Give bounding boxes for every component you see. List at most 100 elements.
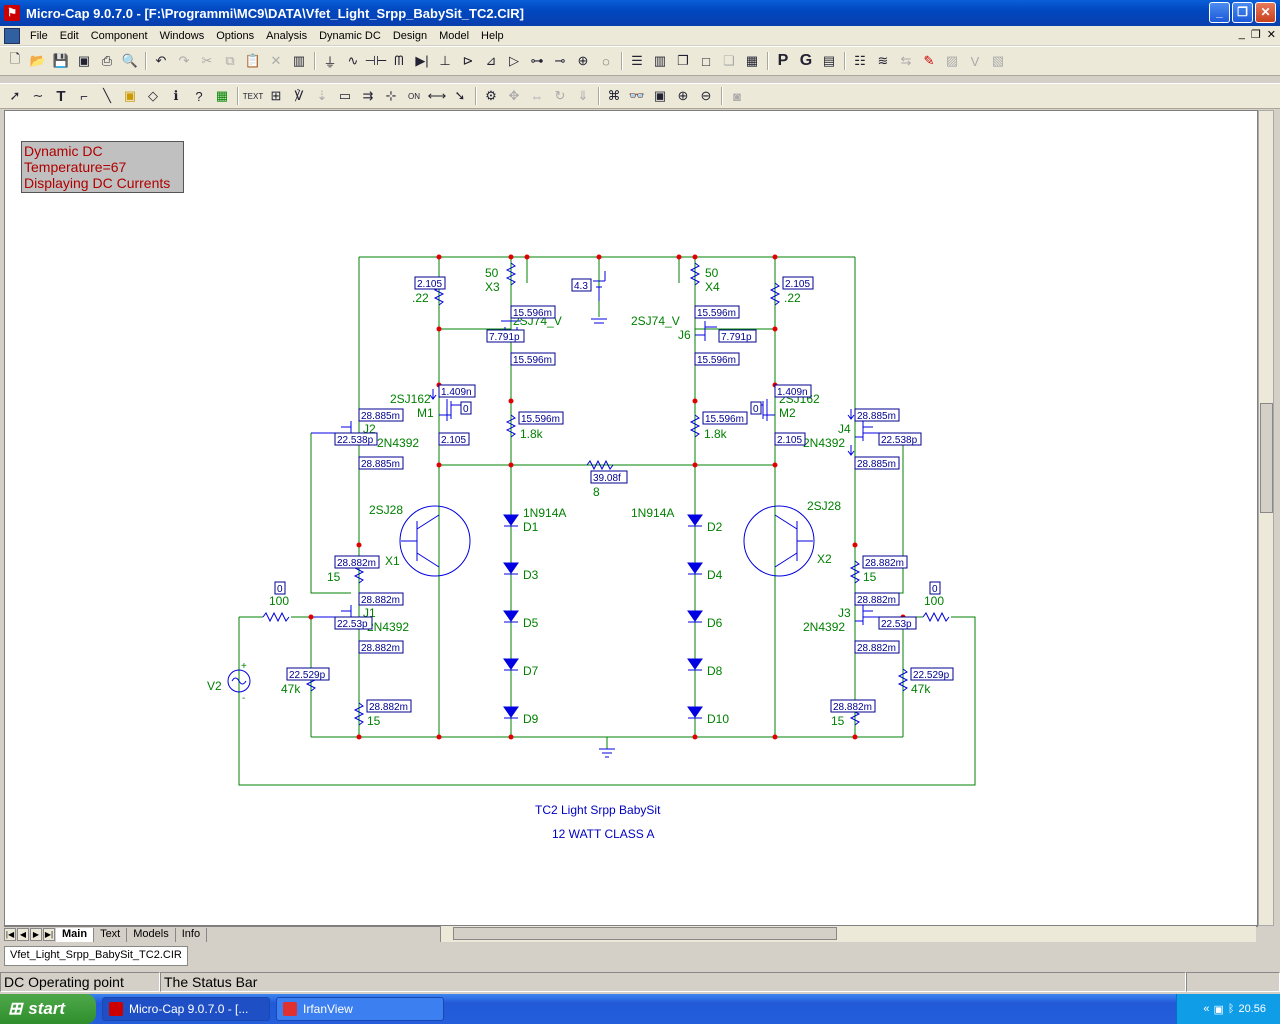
resistor-r18kb[interactable] [689,414,701,438]
menu-edit[interactable]: Edit [59,29,79,42]
schematic-canvas[interactable]: Dynamic DC Temperature=67 Displaying DC … [4,110,1258,926]
save-icon[interactable]: 💾 [52,53,70,68]
jfet-j2[interactable] [311,421,359,441]
flip-icon[interactable]: ⇓ [577,88,589,103]
paste-icon[interactable]: 📋 [244,53,262,68]
vertical-scrollbar[interactable] [1258,110,1274,926]
tile-v-icon[interactable]: ▥ [653,53,667,68]
probe-icon[interactable]: ⇆ [900,53,912,68]
diode-d7[interactable] [503,658,519,671]
restore-button[interactable]: ❐ [1232,2,1253,23]
shapes-icon[interactable]: ◇ [148,88,158,103]
binoculars-icon[interactable]: 👓 [628,88,646,103]
switch-icon[interactable]: ⊶ [530,53,544,68]
battery-icon[interactable]: ⊥ [439,53,451,68]
wire-end-icon[interactable]: ⟷ [427,88,447,103]
open-icon[interactable]: 📂 [29,53,47,68]
menu-dynamic-dc[interactable]: Dynamic DC [319,29,381,42]
mirror-icon[interactable]: ⇔ [530,88,544,104]
opamp-icon[interactable]: ▷ [509,53,519,68]
resistor-r15b[interactable] [849,560,861,584]
jfet-j6[interactable] [695,321,717,341]
resistor-x4[interactable] [689,262,701,286]
menu-model[interactable]: Model [439,29,470,42]
redo-icon[interactable]: ↷ [178,53,190,68]
camera-icon[interactable]: ◙ [733,88,741,104]
cascade-icon[interactable]: ❐ [677,53,689,68]
export-icon[interactable]: ▧ [991,53,1005,68]
cursor-icon[interactable]: ➘ [454,88,466,103]
print-preview-icon[interactable]: 🔍 [121,53,139,68]
node-numbers-icon[interactable]: ⊞ [270,88,282,103]
rotate-icon[interactable]: ↻ [554,88,566,103]
line-icon[interactable]: ⌐ [80,88,88,104]
info-icon[interactable]: ℹ [173,88,179,103]
on-icon[interactable]: ON [408,91,420,101]
menu-options[interactable]: Options [216,29,255,42]
cut-icon[interactable]: ✂ [201,53,213,68]
diagonal-icon[interactable]: ╲ [103,88,111,103]
diode-icon[interactable]: ▶| [415,53,429,68]
prev-sheet-button[interactable]: ◀ [17,928,29,941]
vt-icon[interactable]: V [970,53,980,69]
diode-d2[interactable] [687,514,703,527]
window-icon[interactable]: ▤ [822,53,836,68]
resistor-r8[interactable] [586,459,614,471]
transistor-x1[interactable] [399,505,471,577]
document-icon[interactable] [4,27,20,44]
diode-d4[interactable] [687,562,703,575]
horizontal-scroll-thumb[interactable] [453,927,837,940]
npn-icon[interactable]: ⊳ [462,53,474,68]
inductor-icon[interactable]: ᗰ [394,53,404,68]
pen-icon[interactable]: ✎ [923,53,935,68]
isource-icon[interactable]: ◌ [602,53,610,69]
jfet-j4[interactable] [855,421,903,441]
mdi-close-button[interactable]: ✕ [1266,29,1276,41]
menu-windows[interactable]: Windows [159,29,205,42]
horizontal-scrollbar[interactable] [440,926,1256,942]
jfet-j1[interactable] [311,605,359,625]
move-icon[interactable]: ✥ [508,88,520,103]
g-icon[interactable]: G [799,52,813,69]
clock[interactable]: 20.56 [1238,1003,1266,1015]
file-tab[interactable]: Vfet_Light_Srpp_BabySit_TC2.CIR [4,946,188,966]
pin-connections-icon[interactable]: ⇉ [362,88,374,103]
network-icon[interactable]: ▣ [1213,1003,1224,1016]
jfet-j3[interactable] [855,605,903,625]
resistor-r100b[interactable] [922,611,950,623]
task-irfanview[interactable]: IrfanView [276,997,444,1021]
minimize-button[interactable]: _ [1209,2,1230,23]
mdi-restore-button[interactable]: ❐ [1250,29,1261,41]
print-icon[interactable]: ⎙ [101,53,113,68]
close-button[interactable]: ✕ [1255,2,1276,23]
menu-design[interactable]: Design [392,29,428,42]
properties-icon[interactable]: ⚙ [485,88,497,103]
diode-d1[interactable] [503,514,519,527]
diode-d3[interactable] [503,562,519,575]
grid-icon[interactable]: ⊹ [385,88,397,103]
jfet-icon[interactable]: ⊿ [485,53,497,68]
resistor-r022b[interactable] [769,282,781,306]
tray-expand-icon[interactable]: « [1203,1003,1210,1015]
save-all-icon[interactable]: ▣ [77,53,91,68]
help-icon[interactable]: ? [195,88,203,104]
resistor-r18ka[interactable] [505,414,517,438]
vsource-icon[interactable]: ⊕ [577,53,589,68]
text-mode-icon[interactable]: TEXT [242,91,264,101]
resistor-r47kb[interactable] [897,668,909,692]
bluetooth-icon[interactable]: ᛒ [1227,1003,1235,1015]
resistor-x3[interactable] [505,262,517,286]
find-icon[interactable]: ⌘ [607,88,621,103]
next-sheet-button[interactable]: ▶ [30,928,42,941]
first-sheet-button[interactable]: |◀ [4,928,16,941]
diode-d8[interactable] [687,658,703,671]
mdi-minimize-button[interactable]: _ [1238,28,1245,40]
wire-icon[interactable]: ∼ [32,88,44,103]
power-icon[interactable]: ▭ [338,88,352,103]
chart-icon[interactable]: ▨ [945,53,959,68]
diode-d6[interactable] [687,610,703,623]
select-all-icon[interactable]: ▥ [292,53,306,68]
ground-icon[interactable]: ⏚ [323,54,337,70]
bookmark-icon[interactable]: ▣ [653,88,667,103]
resistor-r15c[interactable] [353,702,365,726]
